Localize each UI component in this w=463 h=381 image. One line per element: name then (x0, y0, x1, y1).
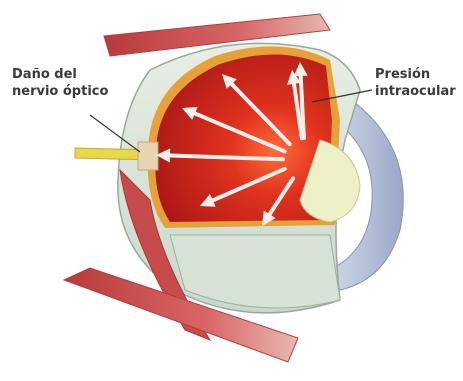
nerve-damage-label-line-2: nervio óptico (12, 83, 108, 100)
nerve-damage-label-line-1: Daño del (12, 66, 108, 83)
intraocular-pressure-label: Presión intraocular (375, 66, 456, 100)
nerve-damage-label: Daño del nervio óptico (12, 66, 108, 100)
optic-nerve-head (138, 142, 158, 170)
pressure-label-line-2: intraocular (375, 83, 456, 100)
pressure-label-line-1: Presión (375, 66, 456, 83)
